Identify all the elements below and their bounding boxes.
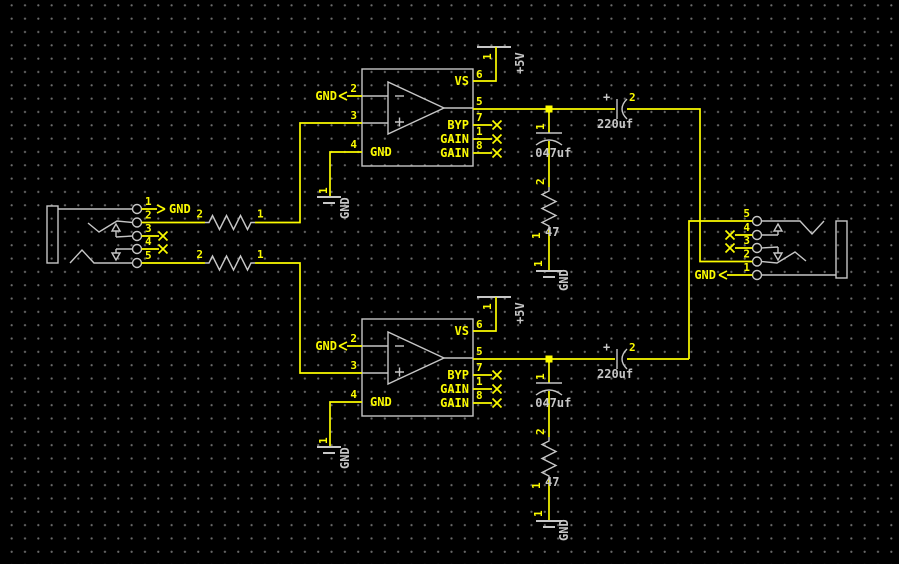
no-connect-x-icon <box>724 242 753 254</box>
ic-pin-name-gnd: GND <box>370 145 392 159</box>
polarity-plus: + <box>603 340 610 354</box>
net-label-gnd: GND <box>315 89 337 103</box>
output-jack[interactable] <box>751 215 848 281</box>
ic-pin-name-vs: VS <box>455 324 469 338</box>
pin-number: 1 <box>532 510 545 517</box>
pin-number: 2 <box>629 91 636 104</box>
gnd-arrow-icon <box>718 270 753 280</box>
net-label-gnd: GND <box>315 339 337 353</box>
value-label: 220uf <box>597 367 633 381</box>
pin-number: 5 <box>145 249 152 262</box>
pin-number: 5 <box>476 95 483 108</box>
pin-number: 1 <box>530 232 543 239</box>
pin-number: 4 <box>145 235 152 248</box>
ground-label: GND <box>338 447 352 469</box>
net-label-vcc: +5V <box>513 52 527 74</box>
amplifier-channel-top[interactable] <box>315 45 691 279</box>
ground-label: GND <box>557 269 571 291</box>
pin-number: 1 <box>481 53 494 60</box>
pin-number: 4 <box>350 138 357 151</box>
pin-number: 3 <box>350 109 357 122</box>
pin-number: 2 <box>743 248 750 261</box>
pin-number: 1 <box>532 260 545 267</box>
pin-number: 8 <box>476 139 483 152</box>
value-label: 47 <box>545 475 559 489</box>
pin-number: 7 <box>476 111 483 124</box>
pin-number: 1 <box>481 303 494 310</box>
no-connect-x-icon <box>141 230 169 242</box>
pin-number: 1 <box>257 248 264 261</box>
resistor-zigzag[interactable] <box>205 254 255 272</box>
wire-output-top[interactable] <box>689 108 753 263</box>
ic-pin-name-byp: BYP <box>447 368 469 382</box>
pin-number: 1 <box>257 208 264 221</box>
net-label-vcc: +5V <box>513 302 527 324</box>
pin-number: 4 <box>350 388 357 401</box>
value-label: 220uf <box>597 117 633 131</box>
value-label: .047uf <box>528 396 571 410</box>
pin-number: 1 <box>317 187 330 194</box>
no-connect-x-icon <box>724 229 753 241</box>
pin-number: 1 <box>530 482 543 489</box>
gnd-arrow-icon <box>141 204 166 214</box>
pin-number: 6 <box>476 68 483 81</box>
ground-label: GND <box>338 197 352 219</box>
ic-pin-name-vs: VS <box>455 74 469 88</box>
pin-number: 3 <box>743 234 750 247</box>
pin-number: 4 <box>743 221 750 234</box>
ic-pin-name-gain: GAIN <box>440 396 469 410</box>
pin-number: 7 <box>476 361 483 374</box>
pin-number: 3 <box>350 359 357 372</box>
polarity-plus: + <box>603 90 610 104</box>
pin-number: 2 <box>534 428 547 435</box>
pin-number: 2 <box>196 248 203 261</box>
net-label-gnd: GND <box>169 202 191 216</box>
pin-number: 2 <box>350 332 357 345</box>
wire-input-top[interactable] <box>141 122 363 224</box>
pin-number: 1 <box>317 437 330 444</box>
pin-number: 1 <box>476 125 483 138</box>
pin-number: 1 <box>534 123 547 130</box>
pin-number: 5 <box>743 207 750 220</box>
pin-number: 5 <box>476 345 483 358</box>
pin-number: 2 <box>196 208 203 221</box>
ic-pin-name-gain: GAIN <box>440 132 469 146</box>
pin-number: 8 <box>476 389 483 402</box>
no-connect-x-icon <box>141 243 169 255</box>
value-label: 47 <box>545 225 559 239</box>
net-label-gnd: GND <box>694 268 716 282</box>
pin-number: 3 <box>145 222 152 235</box>
ic-pin-name-gain: GAIN <box>440 382 469 396</box>
value-label: .047uf <box>528 146 571 160</box>
ic-pin-name-byp: BYP <box>447 118 469 132</box>
pin-number: 1 <box>145 195 152 208</box>
input-jack[interactable] <box>46 203 143 269</box>
pin-number: 2 <box>145 209 152 222</box>
pin-number: 1 <box>743 261 750 274</box>
pin-number: 2 <box>534 178 547 185</box>
ground-label: GND <box>557 519 571 541</box>
amplifier-channel-bottom[interactable] <box>315 295 691 529</box>
resistor-zigzag[interactable] <box>205 213 255 232</box>
pin-number: 1 <box>476 375 483 388</box>
pin-number: 6 <box>476 318 483 331</box>
ic-pin-name-gnd: GND <box>370 395 392 409</box>
wire-output-bottom[interactable] <box>688 220 753 359</box>
pin-number: 2 <box>350 82 357 95</box>
wire-input-bottom[interactable] <box>141 262 363 374</box>
pin-number: 2 <box>629 341 636 354</box>
pin-number: 1 <box>534 373 547 380</box>
ic-pin-name-gain: GAIN <box>440 146 469 160</box>
